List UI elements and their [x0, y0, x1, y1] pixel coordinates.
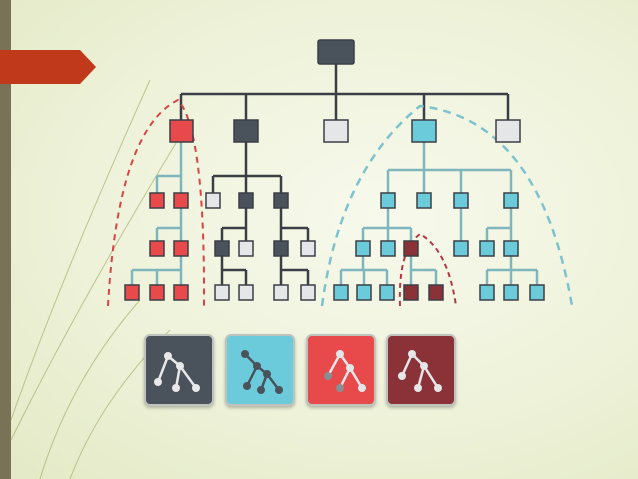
node-cyan [380, 240, 396, 257]
node-red [173, 284, 189, 301]
node-red [149, 284, 165, 301]
tree-icon-dark [144, 334, 214, 406]
node-red-level1 [169, 119, 194, 143]
tree-icon-maroon [386, 334, 456, 406]
tree-nodes [124, 39, 545, 301]
node-cyan [453, 192, 469, 209]
node-dark [273, 240, 289, 257]
node-light-level1-right [495, 119, 521, 143]
left-sidebar-strip [0, 0, 11, 479]
node-dark-level1 [233, 119, 259, 143]
node-cyan-level1 [411, 119, 437, 143]
node-cyan [503, 284, 519, 301]
tree-icon-cyan [225, 334, 295, 406]
node-light-level1 [323, 119, 349, 143]
node-cyan [479, 240, 495, 257]
node-red [124, 284, 140, 301]
node-light [214, 284, 230, 301]
node-light [300, 284, 316, 301]
red-dashed-arc [107, 98, 206, 307]
node-dark [238, 192, 254, 209]
node-cyan [333, 284, 349, 301]
maroon-dashed-arc [398, 232, 457, 307]
node-cyan [503, 192, 519, 209]
node-cyan [379, 284, 395, 301]
dark-connectors [179, 64, 510, 285]
node-cyan [356, 284, 372, 301]
node-dark [273, 192, 289, 209]
node-light [238, 284, 254, 301]
node-light [205, 192, 221, 209]
node-cyan [380, 192, 396, 209]
title-arrow-tab [0, 50, 96, 84]
node-maroon [403, 240, 419, 257]
teal-connectors [130, 142, 539, 285]
node-maroon [403, 284, 419, 301]
node-light [238, 240, 254, 257]
node-red [173, 240, 189, 257]
tree-icon-red [306, 334, 376, 406]
node-dark [214, 240, 230, 257]
node-cyan [529, 284, 545, 301]
node-red [149, 240, 165, 257]
node-light [273, 284, 289, 301]
node-light [300, 240, 316, 257]
node-red [173, 192, 189, 209]
node-cyan [416, 192, 432, 209]
root-node [317, 39, 355, 65]
node-maroon [428, 284, 444, 301]
node-cyan [503, 240, 519, 257]
node-cyan [479, 284, 495, 301]
cyan-dashed-arc [320, 104, 574, 307]
node-red [149, 192, 165, 209]
node-cyan [453, 240, 469, 257]
node-cyan [355, 240, 371, 257]
decorative-curves [10, 79, 191, 479]
